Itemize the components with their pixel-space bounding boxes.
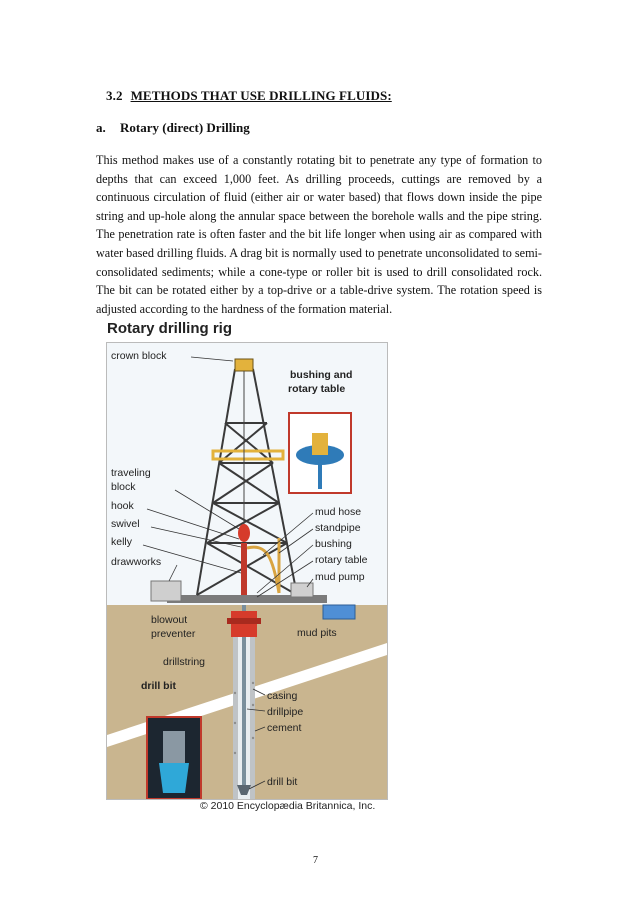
mud-pump-shape [290,582,314,598]
label-crown-block: crown block [111,350,167,362]
section-number: 3.2 [106,88,123,103]
section-title: METHODS THAT USE DRILLING FLUIDS: [130,88,392,103]
label-bushing-and: bushing and [290,369,352,381]
drillpipe-shape [242,605,246,790]
figure-frame: crown block bushing and rotary table tra… [106,342,388,800]
label-kelly: kelly [111,536,133,548]
monkey-board [211,449,285,461]
label-blowout: blowout [151,614,187,626]
label-drill-bit-inset: drill bit [141,680,177,692]
rig-floor [167,595,327,603]
body-paragraph: This method makes use of a constantly ro… [96,153,542,316]
drill-bit-shape [237,785,251,795]
section-heading: 3.2 METHODS THAT USE DRILLING FLUIDS: [106,88,392,104]
label-drillpipe: drillpipe [267,706,303,718]
rig-illustration: crown block bushing and rotary table tra… [107,343,387,799]
label-drawworks: drawworks [111,556,161,568]
label-standpipe: standpipe [315,522,361,534]
label-hook: hook [111,500,135,512]
figure-credit: © 2010 Encyclopædia Britannica, Inc. [200,800,376,812]
label-mud-pits: mud pits [297,627,337,639]
label-mud-pump: mud pump [315,571,365,583]
label-cement: cement [267,722,302,734]
label-rotary-table: rotary table [315,554,368,566]
page-number: 7 [313,855,318,866]
label-drill-bit: drill bit [267,776,297,788]
drawworks-shape [150,580,182,602]
mud-pits-shape [322,604,356,620]
label-drillstring: drillstring [163,656,205,668]
figure-title: Rotary drilling rig [107,320,233,337]
derrick [196,368,298,596]
crown-block-shape [234,358,254,372]
subsection-heading: a. Rotary (direct) Drilling [96,120,250,136]
subsection-title: Rotary (direct) Drilling [120,120,250,135]
label-block: block [111,481,136,493]
label-swivel: swivel [111,518,140,530]
label-mud-hose: mud hose [315,506,361,518]
label-traveling: traveling [111,467,151,479]
rotary-rig-figure: Rotary drilling rig [106,320,390,817]
label-preventer: preventer [151,628,196,640]
label-bushing: bushing [315,538,352,550]
subsection-label: a. [96,120,106,135]
label-rotary-table-inset: rotary table [288,383,345,395]
label-casing: casing [267,690,298,702]
leader-lines [142,356,314,790]
traveling-block-shape [238,524,250,542]
kelly-shape [241,543,247,595]
cement-texture [233,681,255,755]
